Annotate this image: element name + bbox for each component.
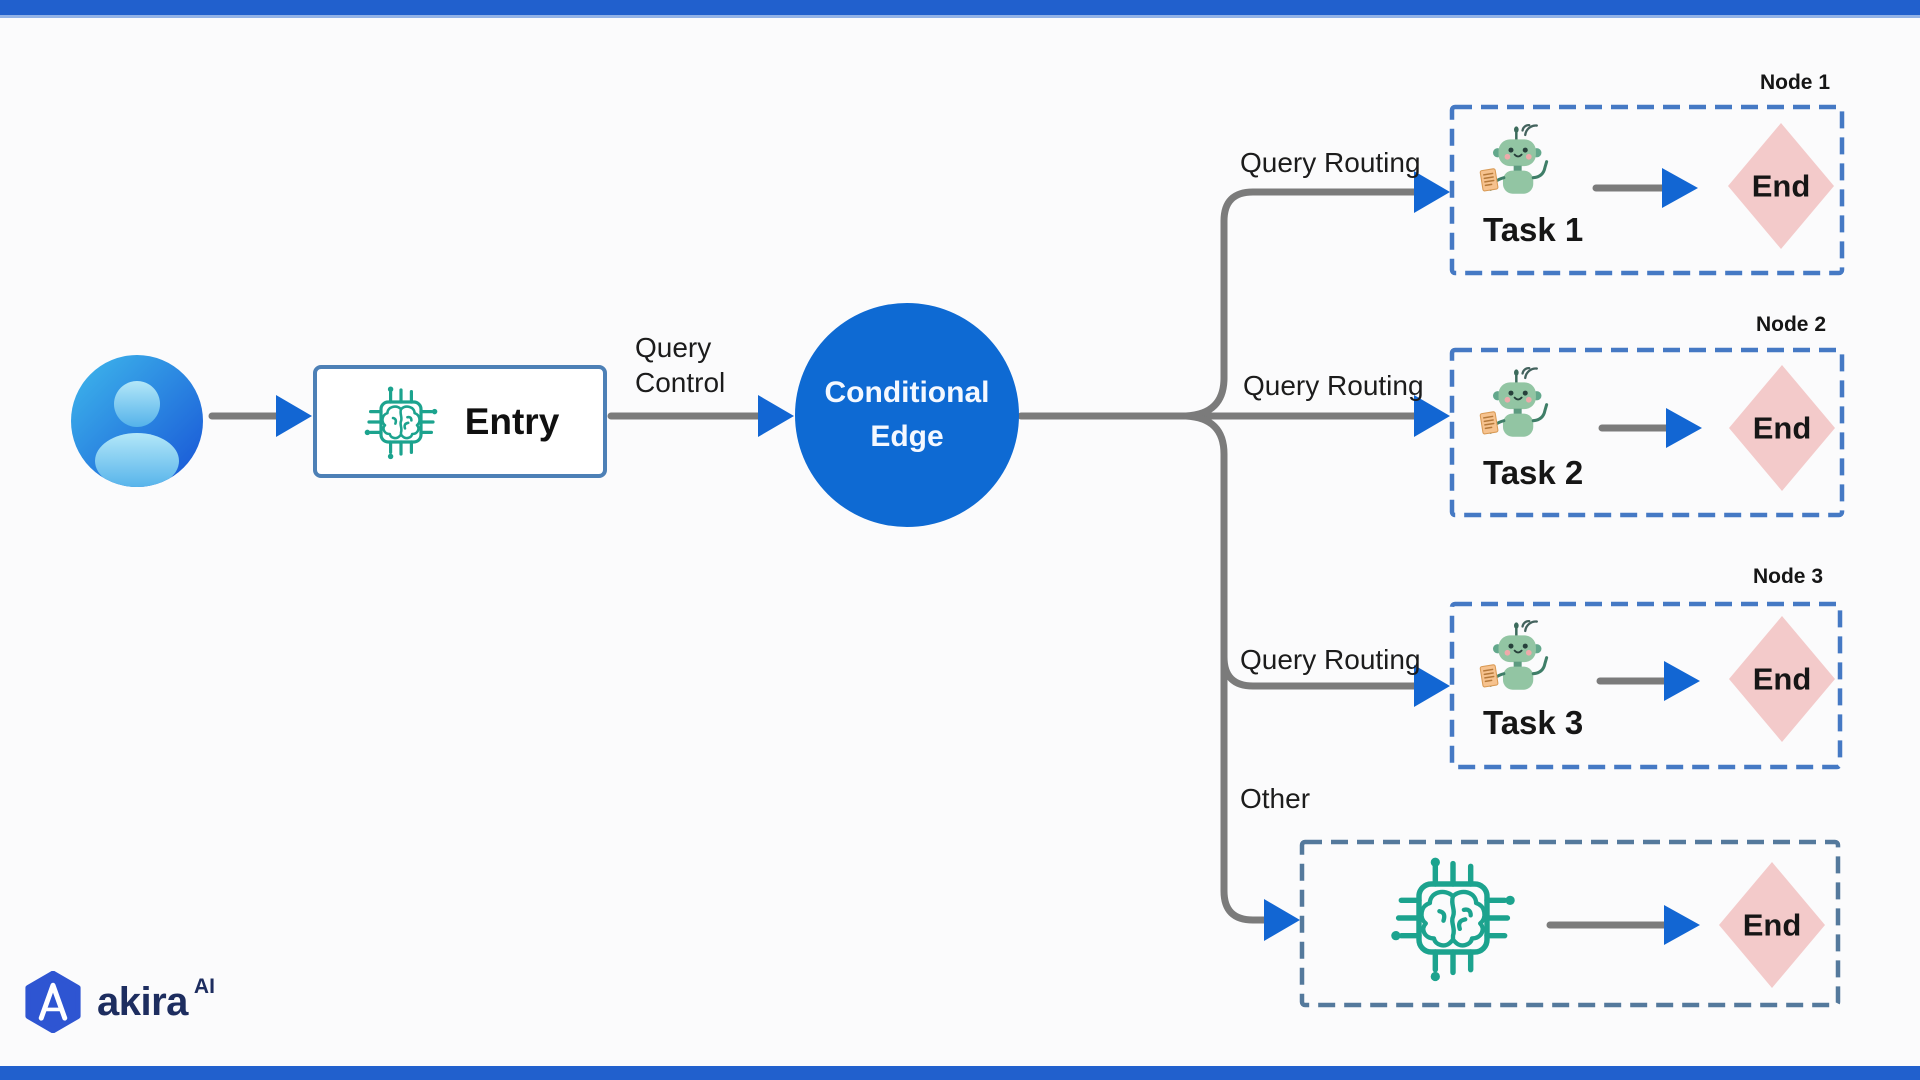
arrowhead-conditional (758, 395, 794, 437)
edge-label-query-control-line1: Query (635, 332, 712, 363)
conditional-edge-label-line2: Edge (870, 420, 944, 453)
arrowhead-task3 (1414, 665, 1450, 707)
node3-box-border (1449, 601, 1843, 770)
other-box-border (1299, 839, 1841, 1008)
connector-lines (208, 184, 1670, 929)
arrowhead-end3 (1664, 661, 1700, 701)
node1-box-border (1449, 104, 1845, 276)
end-label-3: End (1752, 661, 1812, 697)
brand-name: akira (97, 979, 188, 1024)
end-label-1: End (1751, 168, 1811, 204)
conditional-edge-label-line1: Conditional (824, 376, 990, 409)
task1-label: Task 1 (1483, 211, 1584, 248)
arrowhead-end-other (1664, 905, 1700, 945)
brand-hexagon-icon (25, 971, 81, 1033)
edge-label-query-control: Query Control (635, 330, 725, 400)
arrowhead-task2 (1414, 395, 1450, 437)
arrowhead-other (1264, 899, 1300, 941)
robot-agent-icon-3 (1472, 614, 1566, 712)
robot-agent-icon-2 (1472, 361, 1566, 459)
connector-conditional-to-other (1220, 596, 1268, 924)
bottom-accent-bar (0, 1066, 1920, 1080)
node1-title: Node 1 (1759, 71, 1830, 94)
edge-label-other: Other (1240, 783, 1311, 814)
edge-label-query-routing-1: Query Routing (1240, 147, 1421, 178)
entry-node-label: Entry (464, 400, 560, 442)
robot-agent-icon-1 (1472, 118, 1566, 216)
conditional-edge-node: Conditional Edge (795, 303, 1019, 527)
brand-logo: akira AI (22, 971, 215, 1033)
node3-title: Node 3 (1752, 565, 1823, 588)
edge-label-query-routing-3: Query Routing (1240, 644, 1421, 675)
brand-suffix: AI (193, 975, 215, 998)
task2-label: Task 2 (1483, 454, 1584, 491)
top-accent-bar (0, 0, 1920, 18)
end-diamonds (1719, 123, 1835, 988)
arrowheads (276, 168, 1702, 945)
node2-box-border (1449, 347, 1845, 518)
arrowhead-entry (276, 395, 312, 437)
arrowhead-end2 (1666, 408, 1702, 448)
end-diamond-other (1719, 862, 1825, 988)
edge-label-query-control-line2: Control (635, 367, 726, 398)
arrowhead-task1 (1414, 171, 1450, 213)
chip-brain-icon (361, 382, 441, 462)
entry-node: Entry (313, 365, 607, 478)
task3-label: Task 3 (1483, 704, 1584, 741)
user-avatar-icon (71, 355, 203, 487)
end-diamond-3 (1729, 616, 1835, 742)
end-diamond-2 (1729, 365, 1835, 491)
end-diamond-1 (1728, 123, 1834, 249)
arrowhead-end1 (1662, 168, 1698, 208)
node2-title: Node 2 (1755, 313, 1826, 336)
end-label-2: End (1752, 410, 1812, 446)
end-label-other: End (1742, 907, 1802, 943)
connector-conditional-to-task3 (1182, 412, 1418, 690)
chip-brain-icon-other (1385, 850, 1521, 986)
edge-label-query-routing-2: Query Routing (1243, 370, 1424, 401)
connector-conditional-to-task1 (1182, 188, 1418, 420)
